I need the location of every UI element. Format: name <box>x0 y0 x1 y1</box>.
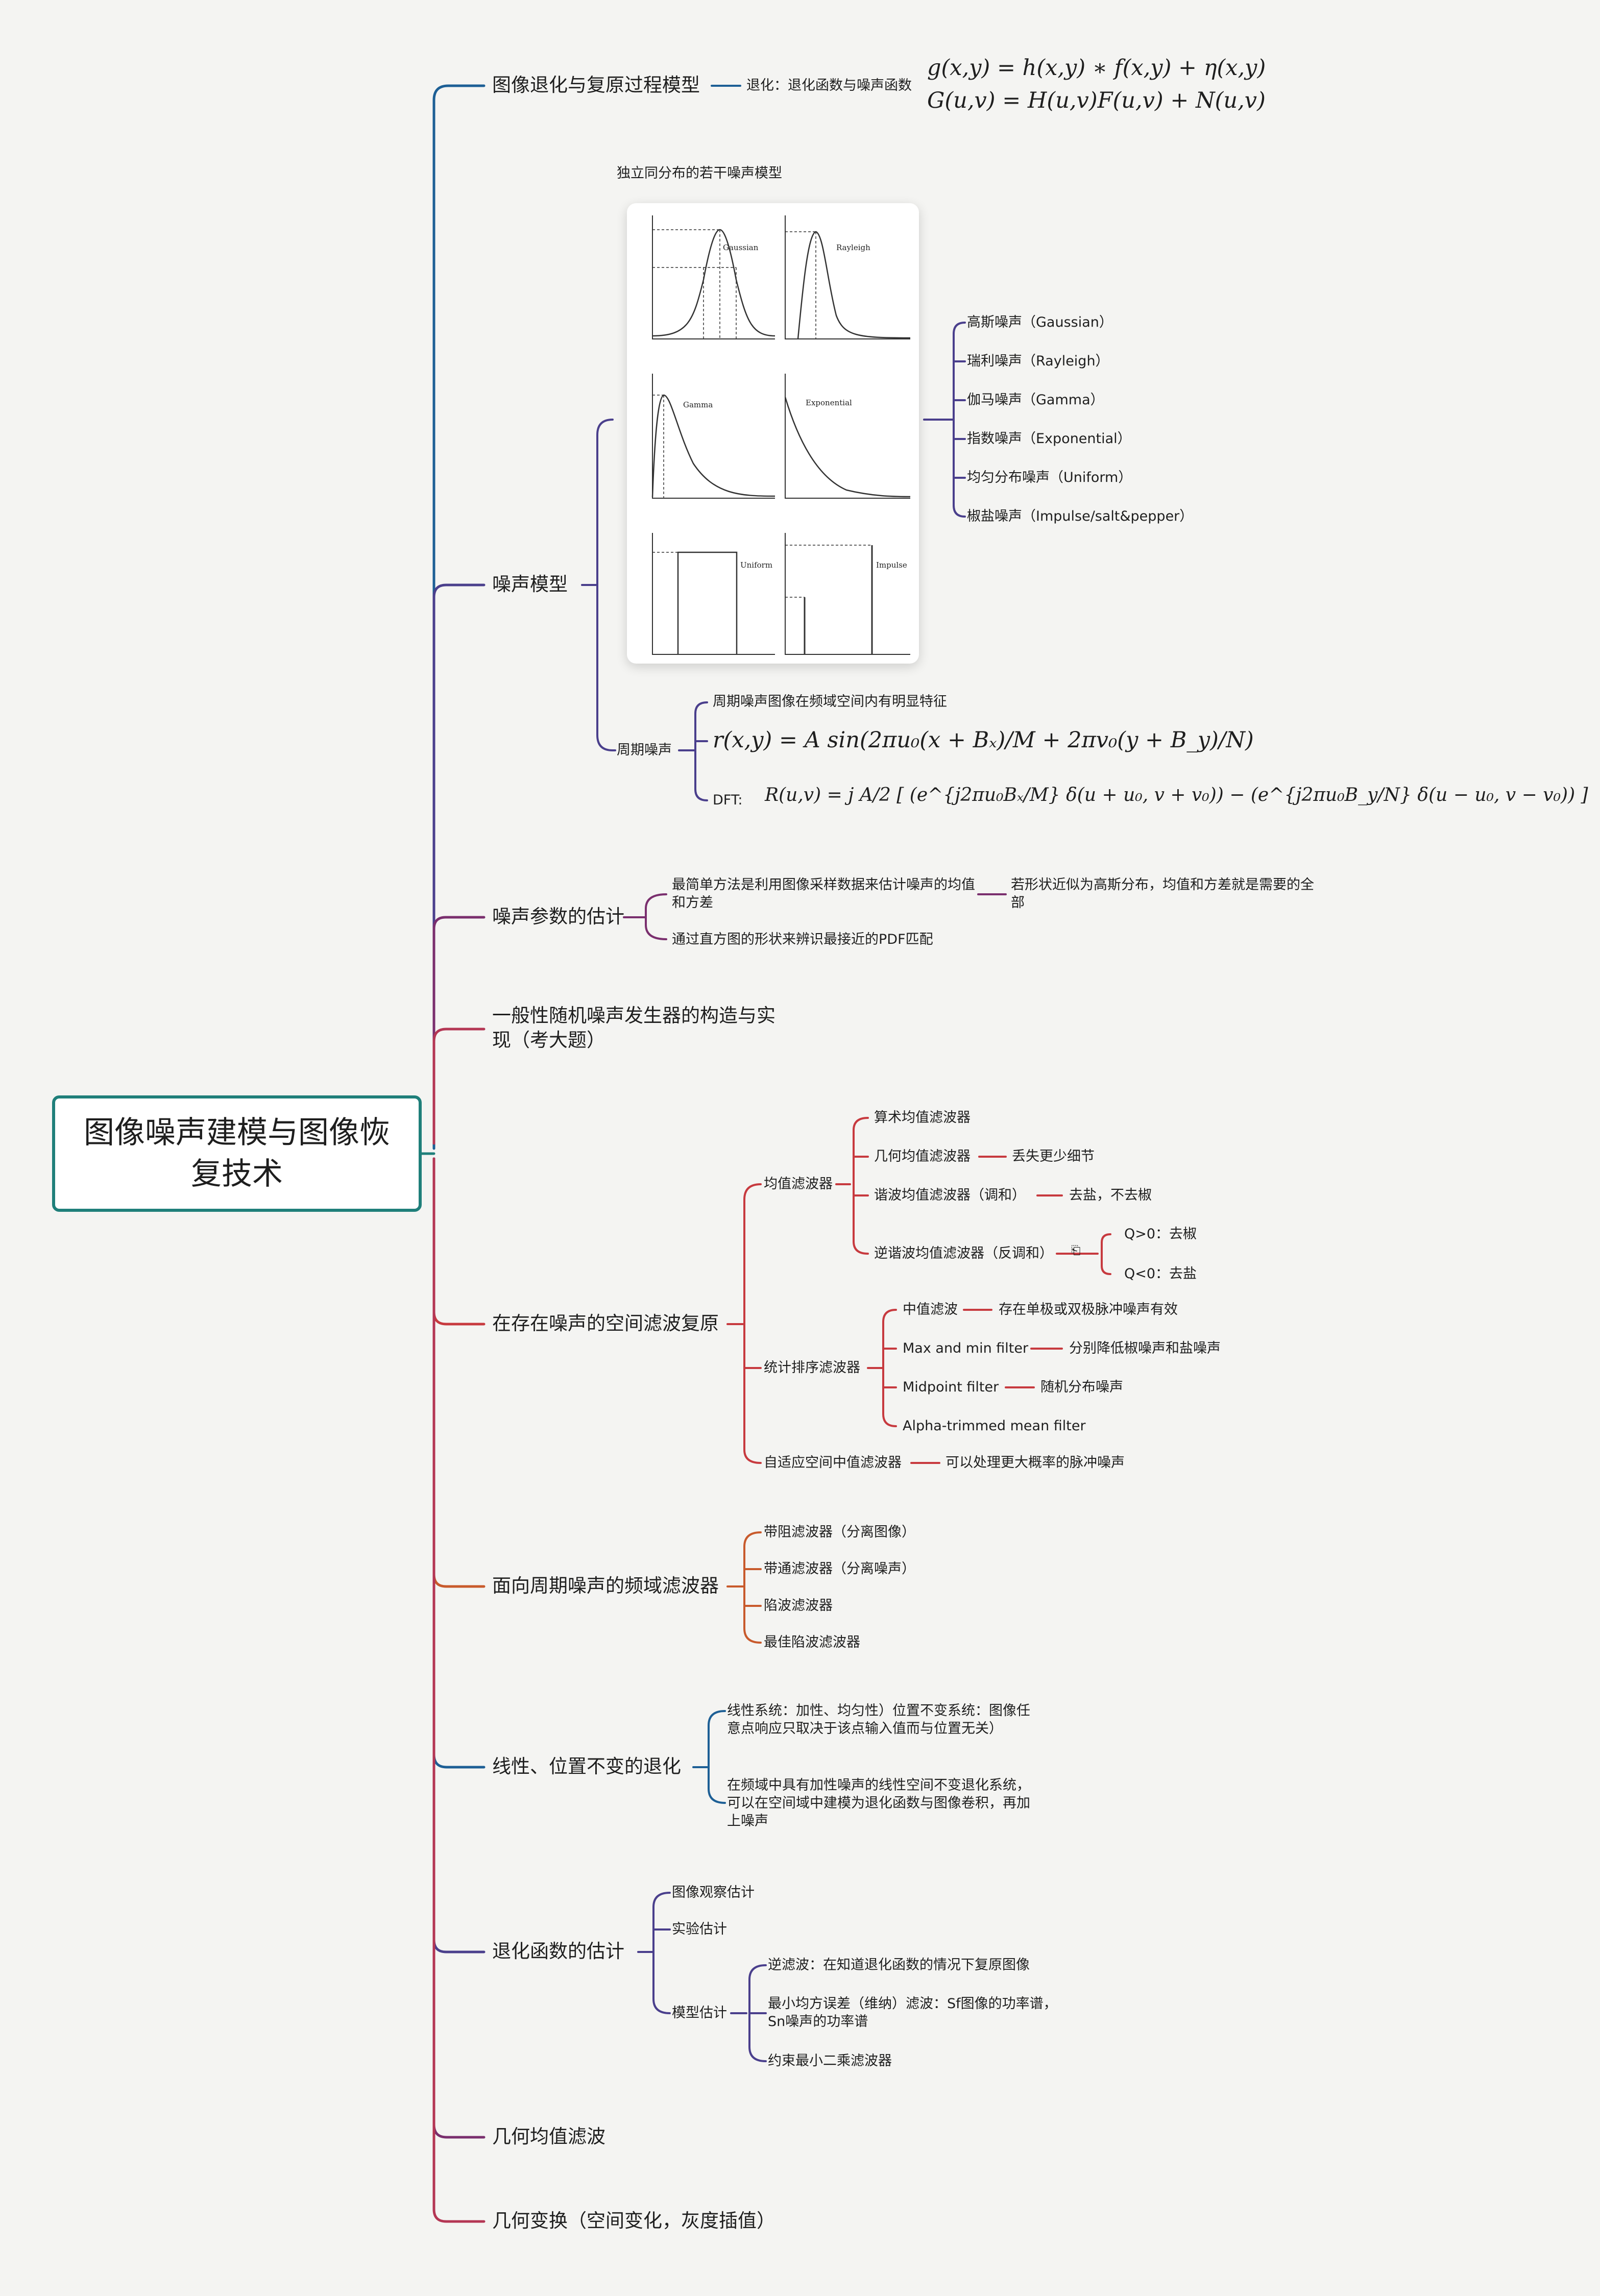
experiment-estimation[interactable]: 实验估计 <box>672 1921 727 1937</box>
plot-label-exponential: Exponential <box>806 398 852 407</box>
noise-type-uniform[interactable]: 均匀分布噪声（Uniform） <box>967 470 1132 485</box>
noise-image-caption: 独立同分布的若干噪声模型 <box>617 165 782 181</box>
noise-type-gamma[interactable]: 伽马噪声（Gamma） <box>967 392 1104 408</box>
q-positive-note[interactable]: Q>0：去椒 <box>1124 1226 1197 1242</box>
max-min-filter-note[interactable]: 分别降低椒噪声和盐噪声 <box>1069 1340 1221 1356</box>
periodic-noise-formula: r(x,y) = A sin(2πu₀(x + Bₓ)/M + 2πv₀(y +… <box>713 727 1254 753</box>
adaptive-median-filter[interactable]: 自适应空间中值滤波器 <box>764 1455 902 1471</box>
optimum-notch-filter[interactable]: 最佳陷波滤波器 <box>764 1634 860 1650</box>
observation-estimation[interactable]: 图像观察估计 <box>672 1885 755 1900</box>
lsi-frequency-model[interactable]: 在频域中具有加性噪声的线性空间不变退化系统，可以在空间域中建模为退化函数与图像卷… <box>727 1777 1030 1829</box>
root-topic[interactable]: 图像噪声建模与图像恢复技术 <box>52 1095 422 1212</box>
inverse-filtering[interactable]: 逆滤波：在知道退化函数的情况下复原图像 <box>768 1957 1030 1973</box>
estimation-sampling[interactable]: 最简单方法是利用图像采样数据来估计噪声的均值和方差 <box>672 877 975 911</box>
noise-type-gaussian[interactable]: 高斯噪声（Gaussian） <box>967 314 1113 330</box>
arithmetic-mean-filter[interactable]: 算术均值滤波器 <box>874 1110 971 1126</box>
branch-noise-estimation[interactable]: 噪声参数的估计 <box>492 906 624 927</box>
branch-geometric-mean[interactable]: 几何均值滤波 <box>492 2126 605 2147</box>
plot-label-gamma: Gamma <box>683 400 713 409</box>
estimation-gaussian-note[interactable]: 若形状近似为高斯分布，均值和方差就是需要的全部 <box>1011 877 1314 911</box>
plot-label-impulse: Impulse <box>876 560 907 570</box>
equation-frequency: G(u,v) = H(u,v)F(u,v) + N(u,v) <box>927 88 1266 113</box>
midpoint-filter[interactable]: Midpoint filter <box>903 1379 999 1395</box>
clip-icon[interactable]: ⎗ <box>1071 1244 1081 1257</box>
periodic-noise-node[interactable]: 周期噪声 <box>617 742 672 758</box>
band-pass-filter[interactable]: 带通滤波器（分离噪声） <box>764 1561 915 1577</box>
contraharmonic-mean-filter[interactable]: 逆谐波均值滤波器（反调和） <box>874 1245 1053 1261</box>
mean-filters-node[interactable]: 均值滤波器 <box>764 1176 833 1192</box>
notch-filter[interactable]: 陷波滤波器 <box>764 1598 833 1614</box>
wiener-filtering[interactable]: 最小均方误差（维纳）滤波：Sf图像的功率谱，Sn噪声的功率谱 <box>768 1996 1057 2030</box>
plot-label-rayleigh: Rayleigh <box>836 243 870 252</box>
noise-type-exponential[interactable]: 指数噪声（Exponential） <box>967 431 1131 447</box>
estimation-histogram[interactable]: 通过直方图的形状来辨识最接近的PDF匹配 <box>672 932 933 947</box>
q-negative-note[interactable]: Q<0：去盐 <box>1124 1266 1197 1282</box>
noise-type-impulse[interactable]: 椒盐噪声（Impulse/salt&pepper） <box>967 508 1194 524</box>
branch-lsi-degradation[interactable]: 线性、位置不变的退化 <box>492 1755 681 1777</box>
band-reject-filter[interactable]: 带阻滤波器（分离图像） <box>764 1524 915 1540</box>
noise-pdf-image: Gaussian Rayleigh Gamma Exponential Unif… <box>627 203 919 664</box>
degradation-function-node[interactable]: 退化：退化函数与噪声函数 <box>746 78 912 93</box>
max-min-filter[interactable]: Max and min filter <box>903 1340 1029 1356</box>
adaptive-median-note[interactable]: 可以处理更大概率的脉冲噪声 <box>946 1455 1125 1471</box>
model-estimation[interactable]: 模型估计 <box>672 2005 727 2021</box>
plot-label-uniform: Uniform <box>740 560 772 570</box>
branch-spatial-filtering[interactable]: 在存在噪声的空间滤波复原 <box>492 1312 719 1334</box>
dft-label: DFT: <box>713 792 743 808</box>
plot-label-gaussian: Gaussian <box>723 243 759 252</box>
harmonic-mean-filter[interactable]: 谐波均值滤波器（调和） <box>874 1187 1026 1203</box>
midpoint-filter-note[interactable]: 随机分布噪声 <box>1040 1379 1123 1395</box>
branch-noise-model[interactable]: 噪声模型 <box>492 573 568 595</box>
median-filter-note[interactable]: 存在单极或双极脉冲噪声有效 <box>999 1302 1178 1317</box>
dft-formula: R(u,v) = j A/2 [ (e^{j2πu₀Bₓ/M} δ(u + u₀… <box>765 785 1588 805</box>
noise-pdf-plots: Gaussian Rayleigh Gamma Exponential Unif… <box>651 215 911 655</box>
order-statistic-filters-node[interactable]: 统计排序滤波器 <box>764 1360 860 1376</box>
lsi-system-definition[interactable]: 线性系统：加性、均匀性）位置不变系统：图像任意点响应只取决于该点输入值而与位置无… <box>727 1703 1030 1737</box>
branch-degradation-model[interactable]: 图像退化与复原过程模型 <box>492 74 700 96</box>
equation-spatial: g(x,y) = h(x,y) ∗ f(x,y) + η(x,y) <box>927 55 1266 81</box>
branch-degradation-estimation[interactable]: 退化函数的估计 <box>492 1940 624 1962</box>
branch-frequency-filters[interactable]: 面向周期噪声的频域滤波器 <box>492 1575 719 1597</box>
root-title: 图像噪声建模与图像恢复技术 <box>84 1115 390 1192</box>
geometric-mean-note[interactable]: 丢失更少细节 <box>1012 1149 1095 1164</box>
harmonic-mean-note[interactable]: 去盐，不去椒 <box>1069 1187 1152 1203</box>
periodic-noise-feature[interactable]: 周期噪声图像在频域空间内有明显特征 <box>713 694 947 710</box>
alpha-trimmed-filter[interactable]: Alpha-trimmed mean filter <box>903 1418 1086 1434</box>
geometric-mean-filter[interactable]: 几何均值滤波器 <box>874 1149 971 1164</box>
median-filter[interactable]: 中值滤波 <box>903 1302 958 1317</box>
branch-geometric-transform[interactable]: 几何变换（空间变化，灰度插值） <box>492 2210 775 2232</box>
constrained-least-squares[interactable]: 约束最小二乘滤波器 <box>768 2053 892 2069</box>
branch-random-noise-generator[interactable]: 一般性随机噪声发生器的构造与实现（考大题） <box>492 1005 775 1052</box>
noise-type-rayleigh[interactable]: 瑞利噪声（Rayleigh） <box>967 353 1109 369</box>
